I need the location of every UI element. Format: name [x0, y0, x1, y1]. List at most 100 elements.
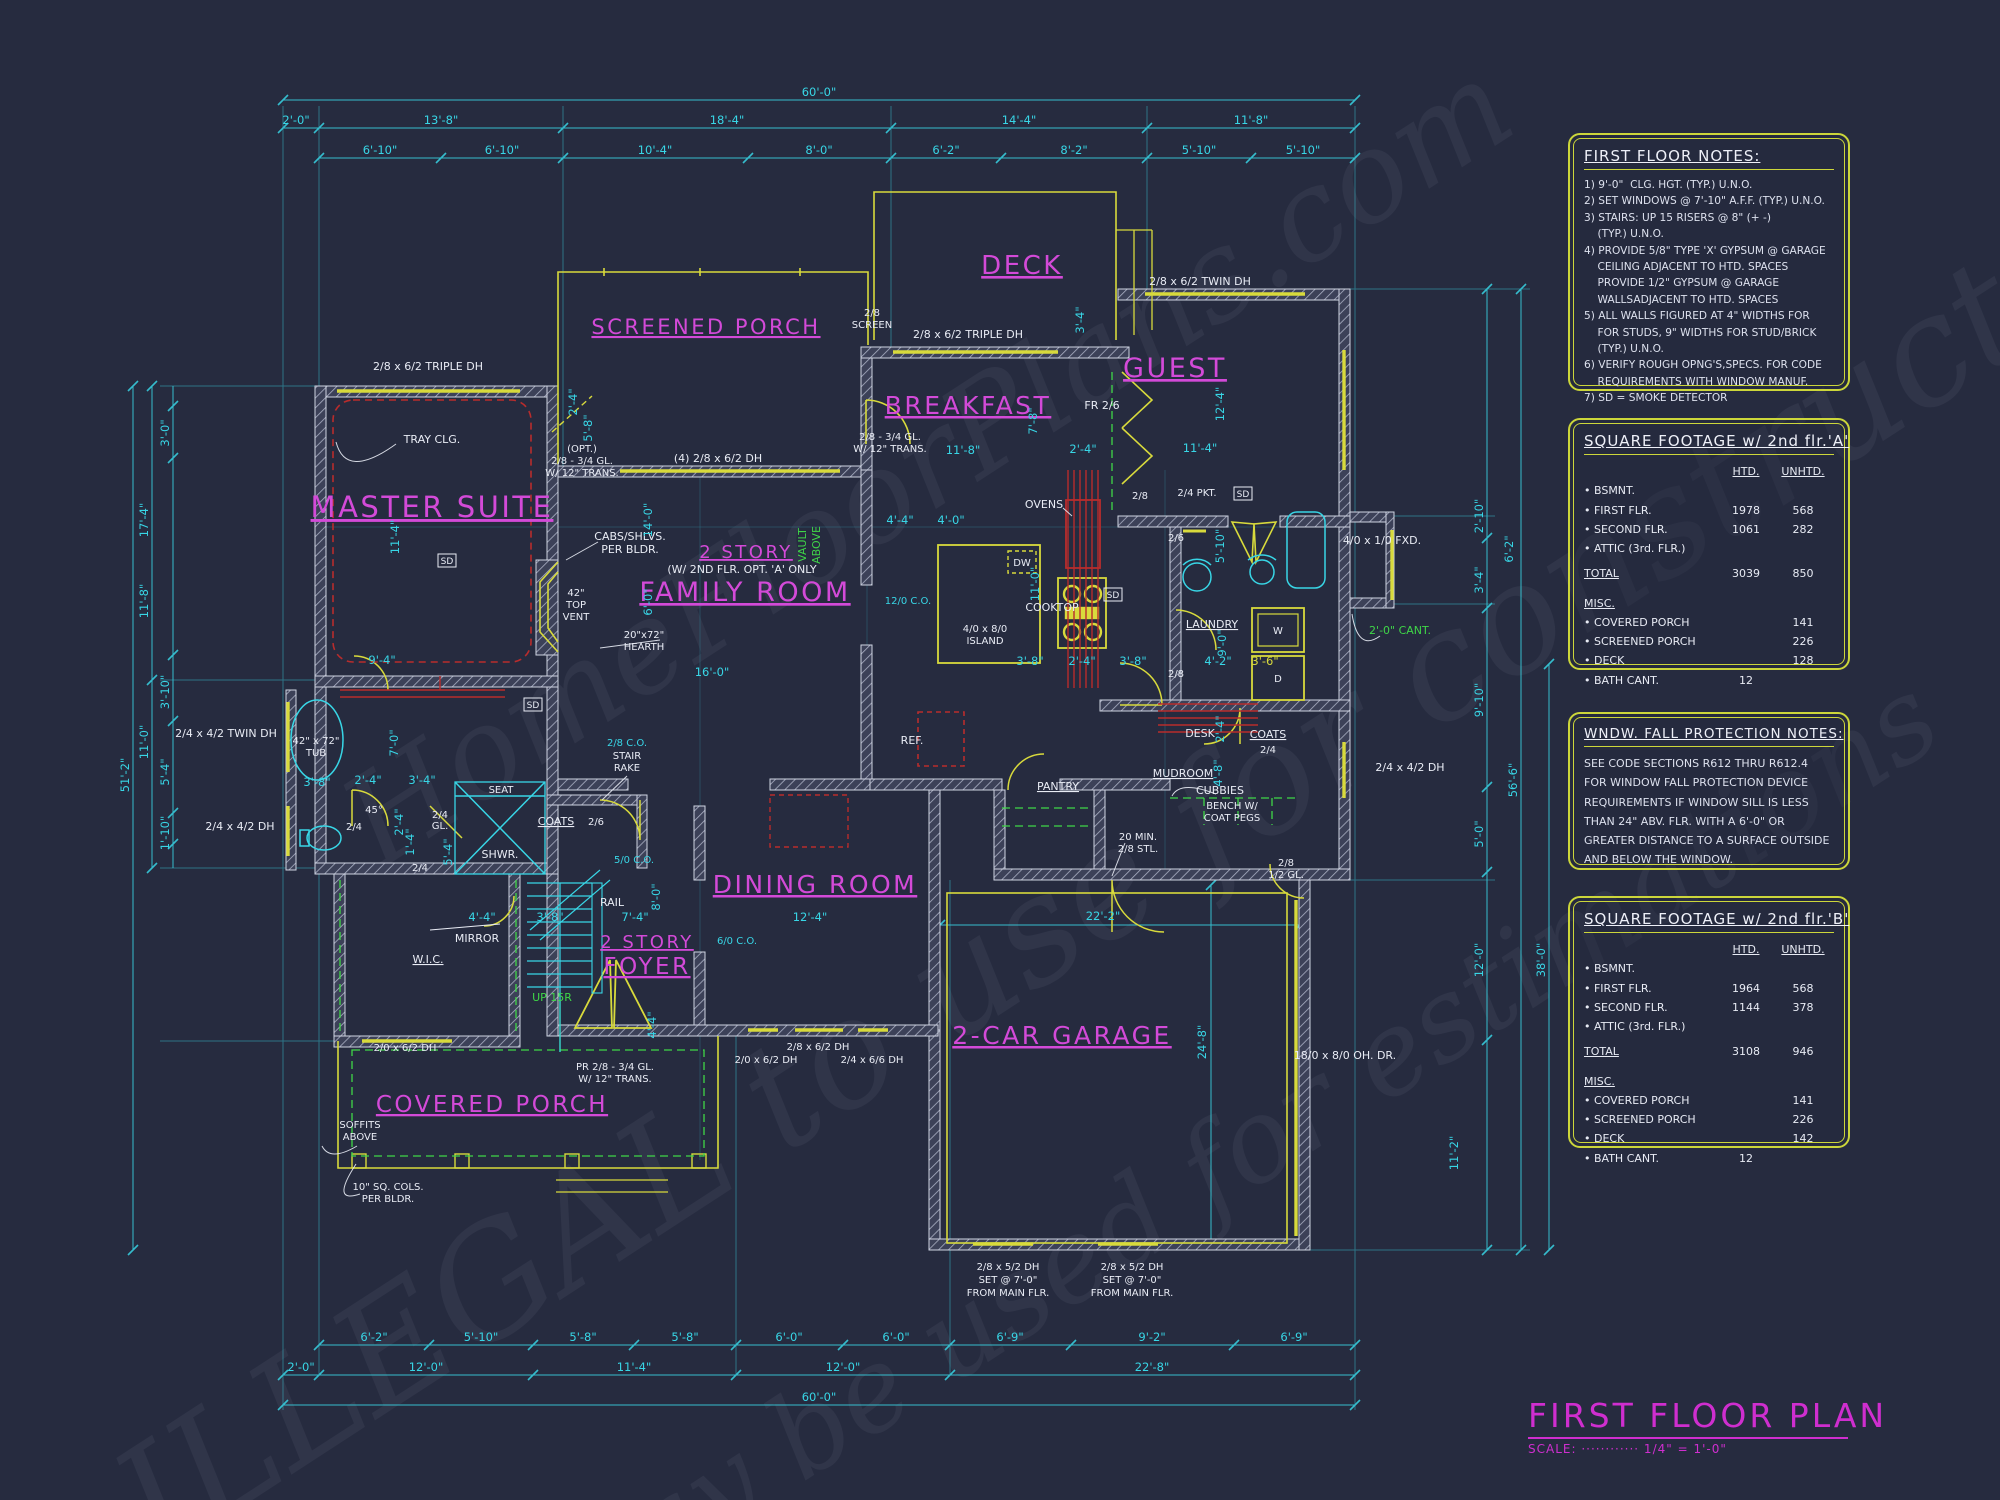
dim: 60'-0": [802, 85, 837, 99]
dim: 7'-8": [1026, 407, 1040, 434]
cell: [1720, 539, 1772, 558]
door-28-kitchen: 2/8: [1132, 491, 1148, 502]
room-dining: DINING ROOM: [713, 870, 918, 899]
dim: 12/0 C.O.: [885, 596, 931, 607]
row-label: • COVERED PORCH: [1584, 615, 1690, 629]
fall-protection-body: SEE CODE SECTIONS R612 THRU R612.4 FOR W…: [1584, 757, 1830, 867]
dim: 5'-10": [1213, 529, 1227, 564]
door-28-mudhall: 2/8: [1168, 669, 1184, 680]
stair-rake-1: STAIR: [613, 751, 641, 762]
scale-label: SCALE:: [1528, 1442, 1577, 1456]
row-label: • SCREENED PORCH: [1584, 1113, 1696, 1126]
bench-label-1: BENCH W/: [1206, 801, 1258, 812]
row-label: • FIRST FLR.: [1584, 981, 1652, 995]
dim: 6'-9": [996, 1330, 1023, 1344]
dining-window-left: 2/0 x 6/2 DH: [735, 1055, 798, 1066]
dim: 6'-0": [882, 1330, 909, 1344]
dim: 7'-0": [387, 729, 401, 756]
fall-protection-panel: WNDW. FALL PROTECTION NOTES: SEE CODE SE…: [1568, 712, 1850, 870]
dim: 2'-4": [566, 388, 580, 415]
dim: 12'-4": [793, 910, 828, 924]
scale-value: ············ 1/4" = 1'-0": [1581, 1442, 1727, 1456]
mirror-label: MIRROR: [455, 932, 500, 945]
tripledh-master-label: 2/8 x 6/2 TRIPLE DH: [373, 360, 483, 373]
cell: 1964: [1732, 981, 1760, 995]
row-label: • SCREENED PORCH: [1584, 635, 1696, 648]
dim: 2'-10": [1472, 499, 1486, 534]
four-dh-label: (4) 2/8 x 6/2 DH: [674, 452, 762, 465]
sd-label: SD: [1237, 490, 1250, 500]
tray-ceiling-label: TRAY CLG.: [403, 433, 461, 446]
cell: 568: [1792, 503, 1814, 517]
cantilever-label: 2'-0" CANT.: [1369, 624, 1431, 637]
sd-label: SD: [1107, 591, 1120, 601]
breakfast-glass-door-1: 2/8 - 3/4 GL.: [859, 432, 921, 443]
room-coats-stair: COATS: [538, 815, 575, 828]
garage-window-b2: SET @ 7'-0": [1103, 1275, 1162, 1286]
cubbies-label: CUBBIES: [1196, 784, 1244, 797]
row-label: • ATTIC (3rd. FLR.): [1584, 542, 1686, 555]
door-24gl-2: GL.: [432, 821, 449, 832]
dim: 16'-0": [695, 665, 730, 679]
dim: 6'-2": [360, 1330, 387, 1344]
dim: 5'-0": [1472, 820, 1486, 847]
dim: 4'-2": [1204, 654, 1231, 668]
note-line: 2) SET WINDOWS @ 7'-10" A.F.F. (TYP.) U.…: [1584, 195, 1825, 208]
note-line: (TYP.) U.N.O.: [1584, 228, 1664, 241]
dim: 6'-10": [363, 143, 398, 157]
dim: 22'-2": [1086, 909, 1121, 923]
cell: 850: [1792, 567, 1814, 581]
room-family-option-note: (W/ 2ND FLR. OPT. 'A' ONLY: [667, 563, 817, 576]
cabs-label-2: PER BLDR.: [601, 543, 659, 556]
cell: [1720, 1017, 1772, 1036]
garage-door-rating-2: 2/8 STL.: [1118, 844, 1158, 855]
room-guest: GUEST: [1123, 353, 1227, 384]
notes-panel-title: FIRST FLOOR NOTES:: [1584, 147, 1834, 170]
row-label: • DECK: [1584, 1132, 1625, 1146]
dim: 5'-10": [1182, 143, 1217, 157]
cell: [1772, 481, 1834, 500]
vault-label-2: ABOVE: [810, 526, 823, 564]
dim: 3'-4": [1472, 566, 1486, 593]
dim: 13'-8": [424, 113, 459, 127]
row-label: • SECOND FLR.: [1584, 522, 1668, 536]
title-block: FIRST FLOOR PLAN SCALE: ············ 1/4…: [1528, 1396, 1884, 1456]
dim: 5'-4": [158, 758, 172, 785]
square-footage-a-panel: SQUARE FOOTAGE w/ 2nd flr.'A' HTD.UNHTD.…: [1568, 418, 1850, 687]
cell: [1720, 1110, 1772, 1129]
cell: [1720, 632, 1772, 651]
room-screened-porch: SCREENED PORCH: [591, 315, 820, 339]
island-label-2: ISLAND: [966, 636, 1003, 647]
dryer-label: D: [1274, 674, 1282, 685]
dim: 12'-0": [826, 1360, 861, 1374]
row-label: • SECOND FLR.: [1584, 1000, 1668, 1014]
dim: 11'-2": [1447, 1136, 1461, 1171]
dim: 6'-2": [1502, 535, 1516, 562]
note-line: REQUIREMENTS WITH WINDOW MANUF.: [1584, 375, 1809, 388]
cell: 12: [1739, 1151, 1753, 1165]
dim: 3'-4": [1073, 306, 1087, 333]
dim: 60'-0": [802, 1390, 837, 1404]
sqft-b-title: SQUARE FOOTAGE w/ 2nd flr.'B': [1584, 910, 1848, 933]
cell: 946: [1792, 1045, 1814, 1059]
rail-label: RAIL: [600, 896, 625, 909]
dim: 11'-4": [1183, 441, 1218, 455]
dim: 3'-8": [536, 910, 563, 924]
note-line: 1) 9'-0" CLG. HGT. (TYP.) U.N.O.: [1584, 179, 1753, 191]
angle-45-label: 45°: [365, 805, 383, 816]
vent-label-1: 42": [567, 588, 584, 599]
dim: 4'-8": [1211, 759, 1225, 786]
note-line: PROVIDE 1/2" GYPSUM @ GARAGE: [1584, 277, 1780, 290]
room-foyer: FOYER: [603, 954, 690, 980]
dim: 9'-4": [368, 653, 395, 667]
sd-label: SD: [527, 701, 540, 711]
dimension-texts: 60'-0" 2'-0" 13'-8" 18'-4" 14'-4" 11'-8"…: [118, 85, 1548, 1404]
stair-rake-2: RAKE: [614, 763, 640, 774]
note-line: (TYP.) U.N.O.: [1584, 343, 1664, 356]
dim: 6/0 C.O.: [717, 936, 757, 947]
dim: 11'-4": [617, 1360, 652, 1374]
green-labels: UP 15R VAULT ABOVE 2'-0" CANT.: [532, 526, 1431, 1004]
pocket-door-label: 2/4 PKT.: [1177, 488, 1216, 499]
